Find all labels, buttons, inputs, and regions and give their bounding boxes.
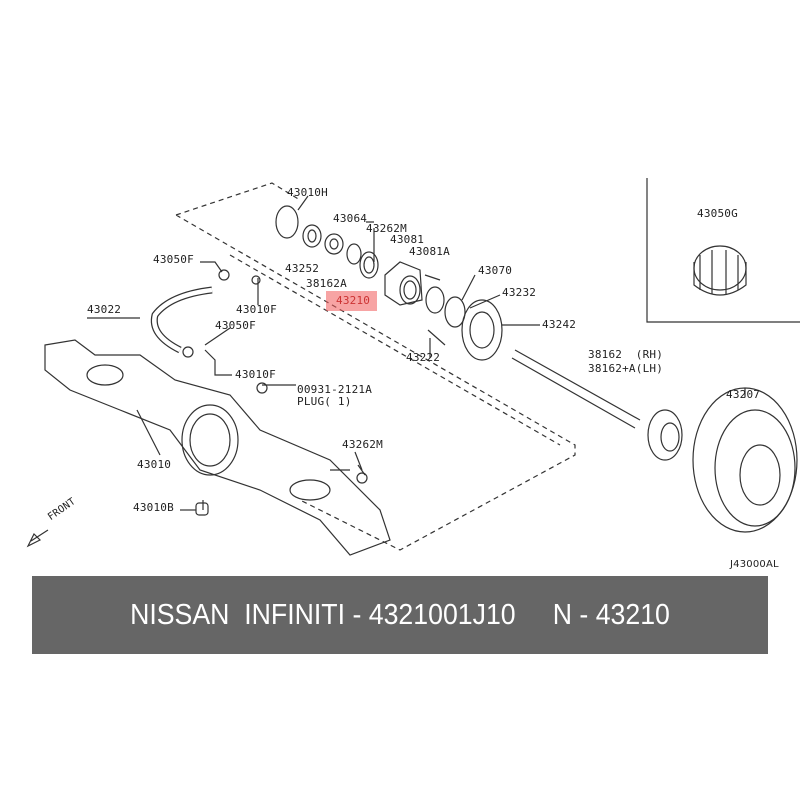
label-43064[interactable]: 43064 [333, 212, 368, 225]
label-43010F[interactable]: 43010F [236, 303, 277, 316]
label-00931-2121A[interactable]: 00931-2121A [297, 383, 373, 396]
label-43022[interactable]: 43022 [87, 303, 122, 316]
label-43262M[interactable]: 43262M [342, 438, 383, 451]
label-43242[interactable]: 43242 [542, 318, 577, 331]
label-43232[interactable]: 43232 [502, 286, 537, 299]
inset-border [646, 178, 800, 323]
label-43207[interactable]: 43207 [726, 388, 761, 401]
prefix: N [552, 598, 572, 631]
label-43010[interactable]: 43010 [137, 458, 172, 471]
label-43050G[interactable]: 43050G [697, 207, 738, 220]
label-43222[interactable]: 43222 [406, 351, 441, 364]
label-43081A[interactable]: 43081A [409, 245, 450, 258]
label-43010H[interactable]: 43010H [287, 186, 328, 199]
label-43010B[interactable]: 43010B [133, 501, 174, 514]
separator: - [571, 598, 596, 631]
sleeve-43050G [693, 245, 747, 296]
label-38162-rh[interactable]: 38162 (RH) [588, 348, 664, 361]
part-number: 4321001J10 [368, 598, 516, 631]
backing-plate [461, 299, 503, 361]
separator: - [345, 598, 369, 631]
label-38162-lh[interactable]: 38162+A(LH) [588, 362, 664, 375]
part-banner: NISSAN INFINITI - 4321001J10 N - 43210 [32, 576, 768, 654]
label-43252[interactable]: 43252 [285, 262, 320, 275]
o-ring [275, 205, 299, 239]
axle-shaft [511, 349, 683, 461]
label-43050F[interactable]: 43050F [153, 253, 194, 266]
ref-number: 43210 [595, 598, 670, 631]
axle-housing [44, 339, 391, 556]
exploded-boundary [175, 182, 576, 551]
hub-43210 [384, 261, 423, 306]
brand: NISSAN INFINITI [130, 598, 346, 631]
label-43070[interactable]: 43070 [478, 264, 513, 277]
brake-rotor-43207 [692, 387, 798, 533]
spacer [516, 599, 553, 632]
diagram-code: J43000AL [730, 559, 779, 570]
front-arrow-icon [26, 529, 49, 548]
label-43262M[interactable]: 43262M [366, 222, 407, 235]
label-38162A[interactable]: 38162A [306, 277, 347, 290]
label-43010F[interactable]: 43010F [235, 368, 276, 381]
highlighted-part-43210[interactable] [326, 291, 377, 311]
label-43210[interactable]: 43210 [336, 294, 371, 307]
label-43050F[interactable]: 43050F [215, 319, 256, 332]
label-plug: PLUG( 1) [297, 395, 352, 408]
label-43081[interactable]: 43081 [390, 233, 425, 246]
